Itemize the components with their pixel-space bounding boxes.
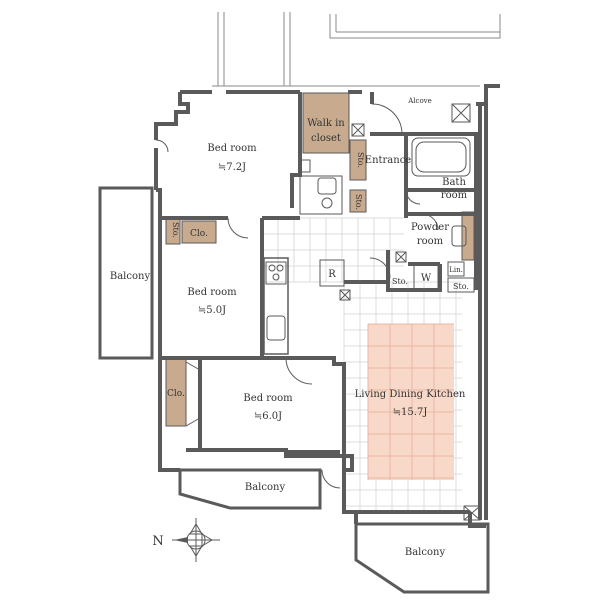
linen-box xyxy=(447,261,465,277)
closet-bed2-fill xyxy=(181,220,217,244)
vent-box-wic xyxy=(351,123,365,137)
sto-wic-top-fill xyxy=(349,139,367,181)
bedroom-3-size: ≒6.0J xyxy=(254,411,282,422)
kitchen-sink xyxy=(266,315,286,341)
ldk-rug xyxy=(368,324,454,480)
walls xyxy=(154,84,500,528)
walk-in-closet-label-1: Walk in xyxy=(307,118,345,129)
bath-label-2: room xyxy=(441,190,468,201)
ldk-size: ≒15.7J xyxy=(393,407,428,418)
sto-powder-box xyxy=(447,277,475,293)
bedroom-2-size: ≒5.0J xyxy=(198,305,226,316)
door-bed1 xyxy=(155,139,169,153)
powder-label-2: room xyxy=(417,236,444,247)
entrance-label: Entrance xyxy=(365,155,412,166)
vent-box-kitchen xyxy=(339,289,351,301)
bedroom-2-label: Bed room xyxy=(187,287,237,298)
door-bed3 xyxy=(285,357,313,385)
powder-label-1: Powder xyxy=(411,222,449,233)
bathtub xyxy=(411,137,471,177)
sto-wic-bottom-label: Sto. xyxy=(354,194,363,210)
washer-label: W xyxy=(421,273,432,284)
room-labels: Bed room ≒7.2J Walk in closet Sto. Sto. … xyxy=(110,97,469,558)
sto-wic-top-label: Sto. xyxy=(356,152,365,168)
balcony-east-area xyxy=(354,522,490,594)
kitchen-counter xyxy=(263,257,289,355)
ldk-label: Living Dining Kitchen xyxy=(355,389,466,400)
powder-storage-fill xyxy=(461,211,475,261)
linen-label: Lin. xyxy=(449,266,463,274)
alcove-label: Alcove xyxy=(407,97,432,105)
balcony-south-label: Balcony xyxy=(245,482,286,493)
door-balcony xyxy=(321,469,341,489)
door-entrance xyxy=(371,103,403,135)
compass: N xyxy=(152,518,220,562)
washer-box xyxy=(413,263,439,291)
bedroom-3-label: Bed room xyxy=(243,393,293,404)
sto-wic-bottom-fill xyxy=(349,189,367,213)
sto-w-label: Sto. xyxy=(392,277,408,286)
bath-label-1: Bath xyxy=(442,177,466,188)
fridge-box xyxy=(319,259,345,287)
bedroom-1-size: ≒7.2J xyxy=(218,162,246,173)
toilet xyxy=(317,177,337,195)
powder-sink xyxy=(451,225,467,247)
compass-label: N xyxy=(152,534,163,549)
door-ldk xyxy=(369,257,391,279)
door-closet-bed3 xyxy=(185,361,201,427)
walk-in-closet-fill xyxy=(302,92,350,154)
exterior-top-lines xyxy=(212,12,501,87)
fixtures xyxy=(155,103,481,521)
bedroom-1-label: Bed room xyxy=(207,143,257,154)
fridge-label: R xyxy=(328,269,336,280)
door-bath xyxy=(405,189,421,205)
walk-in-closet-label-2: closet xyxy=(311,133,341,144)
storage-fills xyxy=(165,92,475,427)
vent-box-alcove xyxy=(451,103,471,123)
vent-box-bath xyxy=(395,251,407,263)
sto-bed-label: Sto. xyxy=(171,222,180,238)
balcony-south-area xyxy=(178,468,322,510)
closet-bed3-label: Clo. xyxy=(167,389,185,399)
vent-box-ldk xyxy=(463,505,481,521)
stove xyxy=(265,261,287,285)
door-bed2 xyxy=(227,217,249,239)
balcony-east-label: Balcony xyxy=(405,547,446,558)
balcony-west-area xyxy=(98,186,154,360)
sto-powder-label: Sto. xyxy=(453,282,469,291)
vent-box-wc xyxy=(299,159,311,173)
compass-north-arrow-icon xyxy=(174,537,188,543)
door-powder xyxy=(421,213,439,231)
ldk-rug-grid xyxy=(367,323,454,480)
closet-bed2-label: Clo. xyxy=(190,229,208,239)
balcony-west-label: Balcony xyxy=(110,271,151,282)
